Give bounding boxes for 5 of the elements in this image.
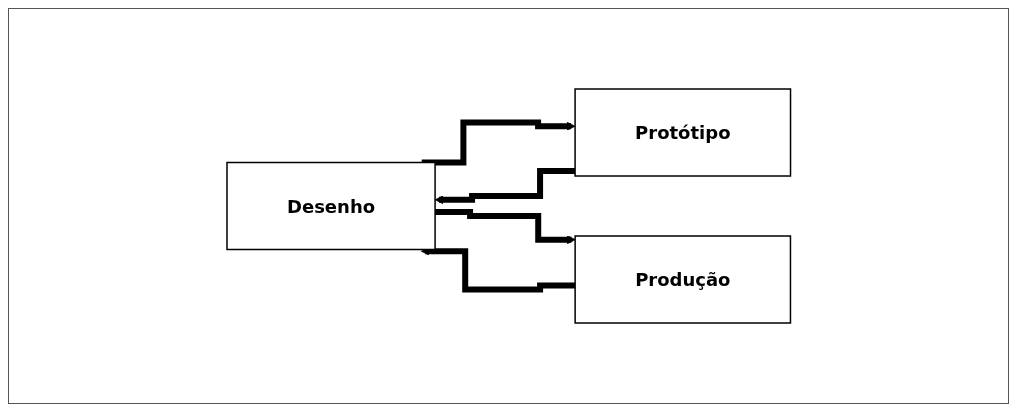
node-box: Protótipo [574, 88, 791, 177]
node-box: Produção [574, 235, 791, 324]
arrow [434, 168, 575, 205]
arrow [420, 246, 575, 293]
node-box: Desenho [226, 161, 436, 251]
